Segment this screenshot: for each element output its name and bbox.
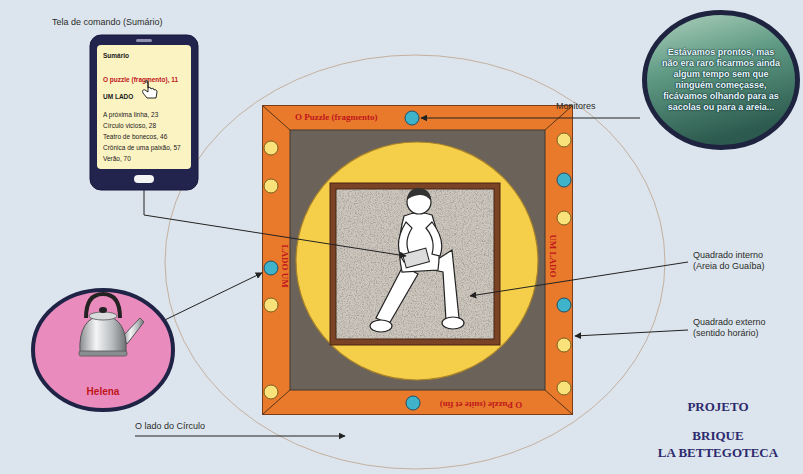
edge-layer [166,273,262,320]
kettle-body [80,315,126,352]
kettle-spout [123,318,144,344]
menu-item: Crônica de uma paixão, 57 [103,144,181,152]
connector-line [166,273,262,320]
menu-item: A próxima linha, 23 [103,111,158,119]
band-dot [557,381,571,395]
bevel-line [263,106,290,130]
side-title: UM LADO [547,234,558,277]
monitor-circle: Estávamos prontos, mas não era raro fica… [642,10,800,150]
leader-line [575,330,688,336]
leader-line [135,436,345,437]
monitor-screen [645,13,798,148]
sand-border [336,189,494,339]
kettle-knob [99,307,107,313]
project-title: LA BETTEGOTECA [650,445,786,461]
person-shoe [370,320,392,332]
person-arm [398,222,412,262]
helena-disc [33,290,173,410]
outer-square: O Puzzle (fragmento) LADO UM UM LADO O Puzz… [262,105,573,415]
inner-frame [330,183,500,345]
bevel-line [545,390,572,414]
character-name: Helena [87,386,120,398]
person-book [403,248,430,268]
monitor-dot [405,111,419,125]
tablet-screen [97,45,191,169]
band-dot [557,211,571,225]
leader-line [421,118,640,119]
monitor-dot [406,396,420,410]
person-hair [407,188,431,201]
tablet-button [134,175,154,183]
project-title: BRIQUE [650,428,786,444]
band-dot [557,133,571,147]
menu-section: UM LADO [103,93,133,101]
sand-texture [336,189,494,339]
monitor-dot [557,173,571,187]
band-dot [264,179,278,193]
outer-circle [165,55,665,469]
yellow-circle [296,142,538,380]
sand-square [336,189,494,339]
side-title: O Puzzle (fragmento) [295,112,377,123]
band-dot [264,298,278,312]
person-leg [376,266,418,324]
band-dot [557,338,571,352]
side-title: LADO UM [279,244,290,287]
callout-label: Quadrado externo (sentido horário) [693,317,785,339]
person-arm [426,222,442,256]
monitor-dot [264,261,278,275]
kettle-lid [89,312,117,320]
callout-label: Quadrado interno (Areia do Guaíba) [693,250,785,272]
helena-circle: Helena [31,288,175,412]
band-dot [264,385,278,399]
person-torso [399,213,439,272]
menu-item: Círculo vicioso, 28 [103,122,156,130]
project-title: PROJETO [650,399,786,415]
tablet-speaker [136,39,152,42]
kettle-base [79,351,127,356]
kettle-handle [86,294,120,318]
side-title: O Puzzle (suite et fin) [440,399,522,410]
callout-label: Monitores [556,101,596,112]
callout-label: O lado do Círculo [135,421,205,432]
menu-item-active: O puzzle (fragmento), 11 [103,76,178,84]
leader-line [144,190,406,256]
person-leg [424,250,459,320]
menu-item: Verão, 70 [103,155,131,163]
monitor-dot [557,298,571,312]
tablet-body [90,35,198,190]
band-dot [264,141,278,155]
menu-title: Sumário [103,52,129,60]
menu-item: Teatro de bonecos, 46 [103,133,167,141]
person-shoe [442,317,464,329]
dark-square [290,130,545,390]
hand-cursor [143,81,157,99]
screen-heading: Tela de comando (Sumário) [52,17,163,28]
person-head [407,190,431,214]
monitor-quote: Estávamos prontos, mas não era raro fica… [661,47,781,113]
command-screen: Tela de comando (Sumário)SumárioO puzzle… [90,35,198,190]
bevel-line [263,390,290,414]
leader-line [470,262,688,296]
